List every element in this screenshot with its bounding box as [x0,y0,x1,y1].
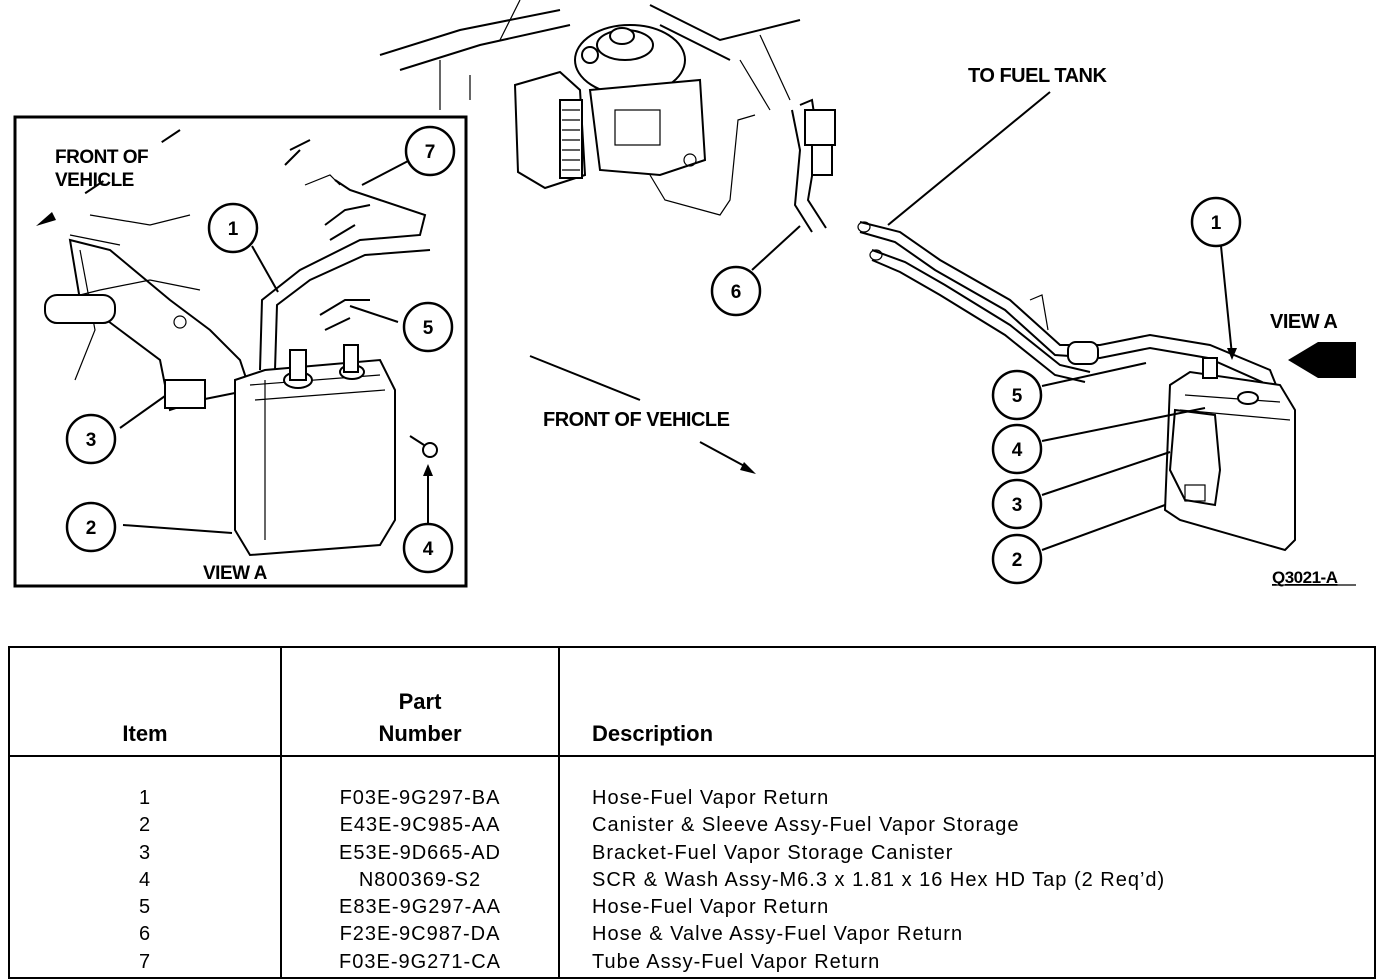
svg-text:6: 6 [731,282,742,303]
table-cell-description: Hose-Fuel Vapor Return [592,787,830,809]
table-cell-description: Tube Assy-Fuel Vapor Return [592,950,881,973]
callout-main-1: 1 [1190,196,1242,248]
part-header-line1: Part [398,689,442,714]
item-header-text: Item [122,721,168,746]
table-cell-part-number: E83E-9G297-AA [339,896,501,919]
front-arrow-main [529,355,756,474]
table-cell-item: 5 [138,896,152,919]
svg-text:3: 3 [86,430,97,451]
item-column: 1 2 3 4 5 6 7 [8,756,282,979]
callout-inset-4: 4 [402,522,454,574]
svg-text:7: 7 [425,142,436,163]
table-cell-part-number: N800369-S2 [358,868,482,891]
table-cell-description: Hose-Fuel Vapor Return [592,896,830,919]
table-cell-part-number: F03E-9G271-CA [339,950,501,973]
table-cell-item: 3 [138,841,152,864]
description-header-text: Description [592,721,714,746]
engine-mount-assembly [574,24,707,177]
callout-main-6: 6 [710,265,762,317]
view-a-inset: FRONT OF VEHICLE [13,115,468,588]
canister-inset [234,344,396,557]
leaders-main [751,225,1237,551]
front-of-vehicle-inset-line1: FRONT OF [55,147,148,168]
svg-text:5: 5 [423,318,434,339]
table-cell-description: Hose & Valve Assy-Fuel Vapor Return [592,923,964,946]
to-fuel-tank-leader [887,91,1051,226]
table-header-row: Item Part Number Description [8,647,1376,757]
table-body-row: 1 2 3 4 5 6 7 F03E-9G297-BA E43E-9C985-A… [8,756,1376,979]
vapor-hoses-inset [259,139,431,371]
leaders-inset [119,159,433,534]
svg-text:2: 2 [1012,550,1023,571]
callout-inset-2: 2 [65,501,117,553]
callout-main-3: 3 [991,478,1043,530]
table-cell-item: 2 [138,814,152,837]
canister-bracket-inset [44,214,252,412]
front-of-vehicle-inset-line2: VEHICLE [55,170,134,191]
callout-main-5: 5 [991,369,1043,421]
to-fuel-tank-label: TO FUEL TANK [968,65,1108,87]
svg-text:4: 4 [1012,440,1023,461]
table-cell-part-number: F03E-9G297-BA [339,787,501,809]
exploded-parts-diagram: FRONT OF VEHICLE [13,0,1356,588]
control-module [513,70,587,190]
engine-bay-illustration [379,0,836,233]
part-number-column-header: Part Number [280,647,560,757]
callout-inset-5: 5 [402,301,454,353]
callout-inset-1: 1 [207,202,259,254]
callout-main-4: 4 [991,423,1043,475]
svg-text:1: 1 [1211,213,1222,234]
table-cell-description: SCR & Wash Assy-M6.3 x 1.81 x 16 Hex HD … [592,868,1166,891]
inset-frame [13,115,468,588]
parts-table: Item Part Number Description 1 2 3 4 5 6… [8,646,1376,979]
figure-code: Q3021-A [1272,568,1338,587]
table-cell-item: 7 [138,950,152,973]
part-number-column: F03E-9G297-BA E43E-9C985-AA E53E-9D665-A… [280,756,560,979]
callout-inset-3: 3 [65,413,117,465]
canister-main [857,221,1296,552]
hose-valve-assembly [791,98,836,233]
callout-main-2: 2 [991,533,1043,585]
table-cell-item: 4 [138,868,152,891]
table-cell-description: Canister & Sleeve Assy-Fuel Vapor Storag… [592,814,1020,837]
table-cell-part-number: E53E-9D665-AD [339,841,501,864]
table-cell-description: Bracket-Fuel Vapor Storage Canister [592,841,954,864]
svg-text:5: 5 [1012,386,1023,407]
description-column-header: Description [558,647,1376,757]
front-of-vehicle-label: FRONT OF VEHICLE [543,409,730,431]
screw-inset [409,435,438,458]
svg-text:2: 2 [86,518,97,539]
view-a-pointer-label: VIEW A [1270,311,1337,333]
callout-inset-7: 7 [404,125,456,177]
svg-text:3: 3 [1012,495,1023,516]
description-column: Hose-Fuel Vapor Return Canister & Sleeve… [558,756,1376,979]
table-cell-part-number: F23E-9C987-DA [339,923,501,946]
item-column-header: Item [8,647,282,757]
view-a-arrow-icon [1288,342,1356,378]
table-cell-item: 1 [138,787,152,809]
table-cell-item: 6 [138,923,152,946]
svg-text:4: 4 [423,539,434,560]
table-cell-part-number: E43E-9C985-AA [339,814,501,837]
front-arrow-inset [36,129,181,226]
part-header-line2: Number [378,721,462,746]
svg-text:1: 1 [228,219,239,240]
view-a-caption: VIEW A [203,563,268,584]
